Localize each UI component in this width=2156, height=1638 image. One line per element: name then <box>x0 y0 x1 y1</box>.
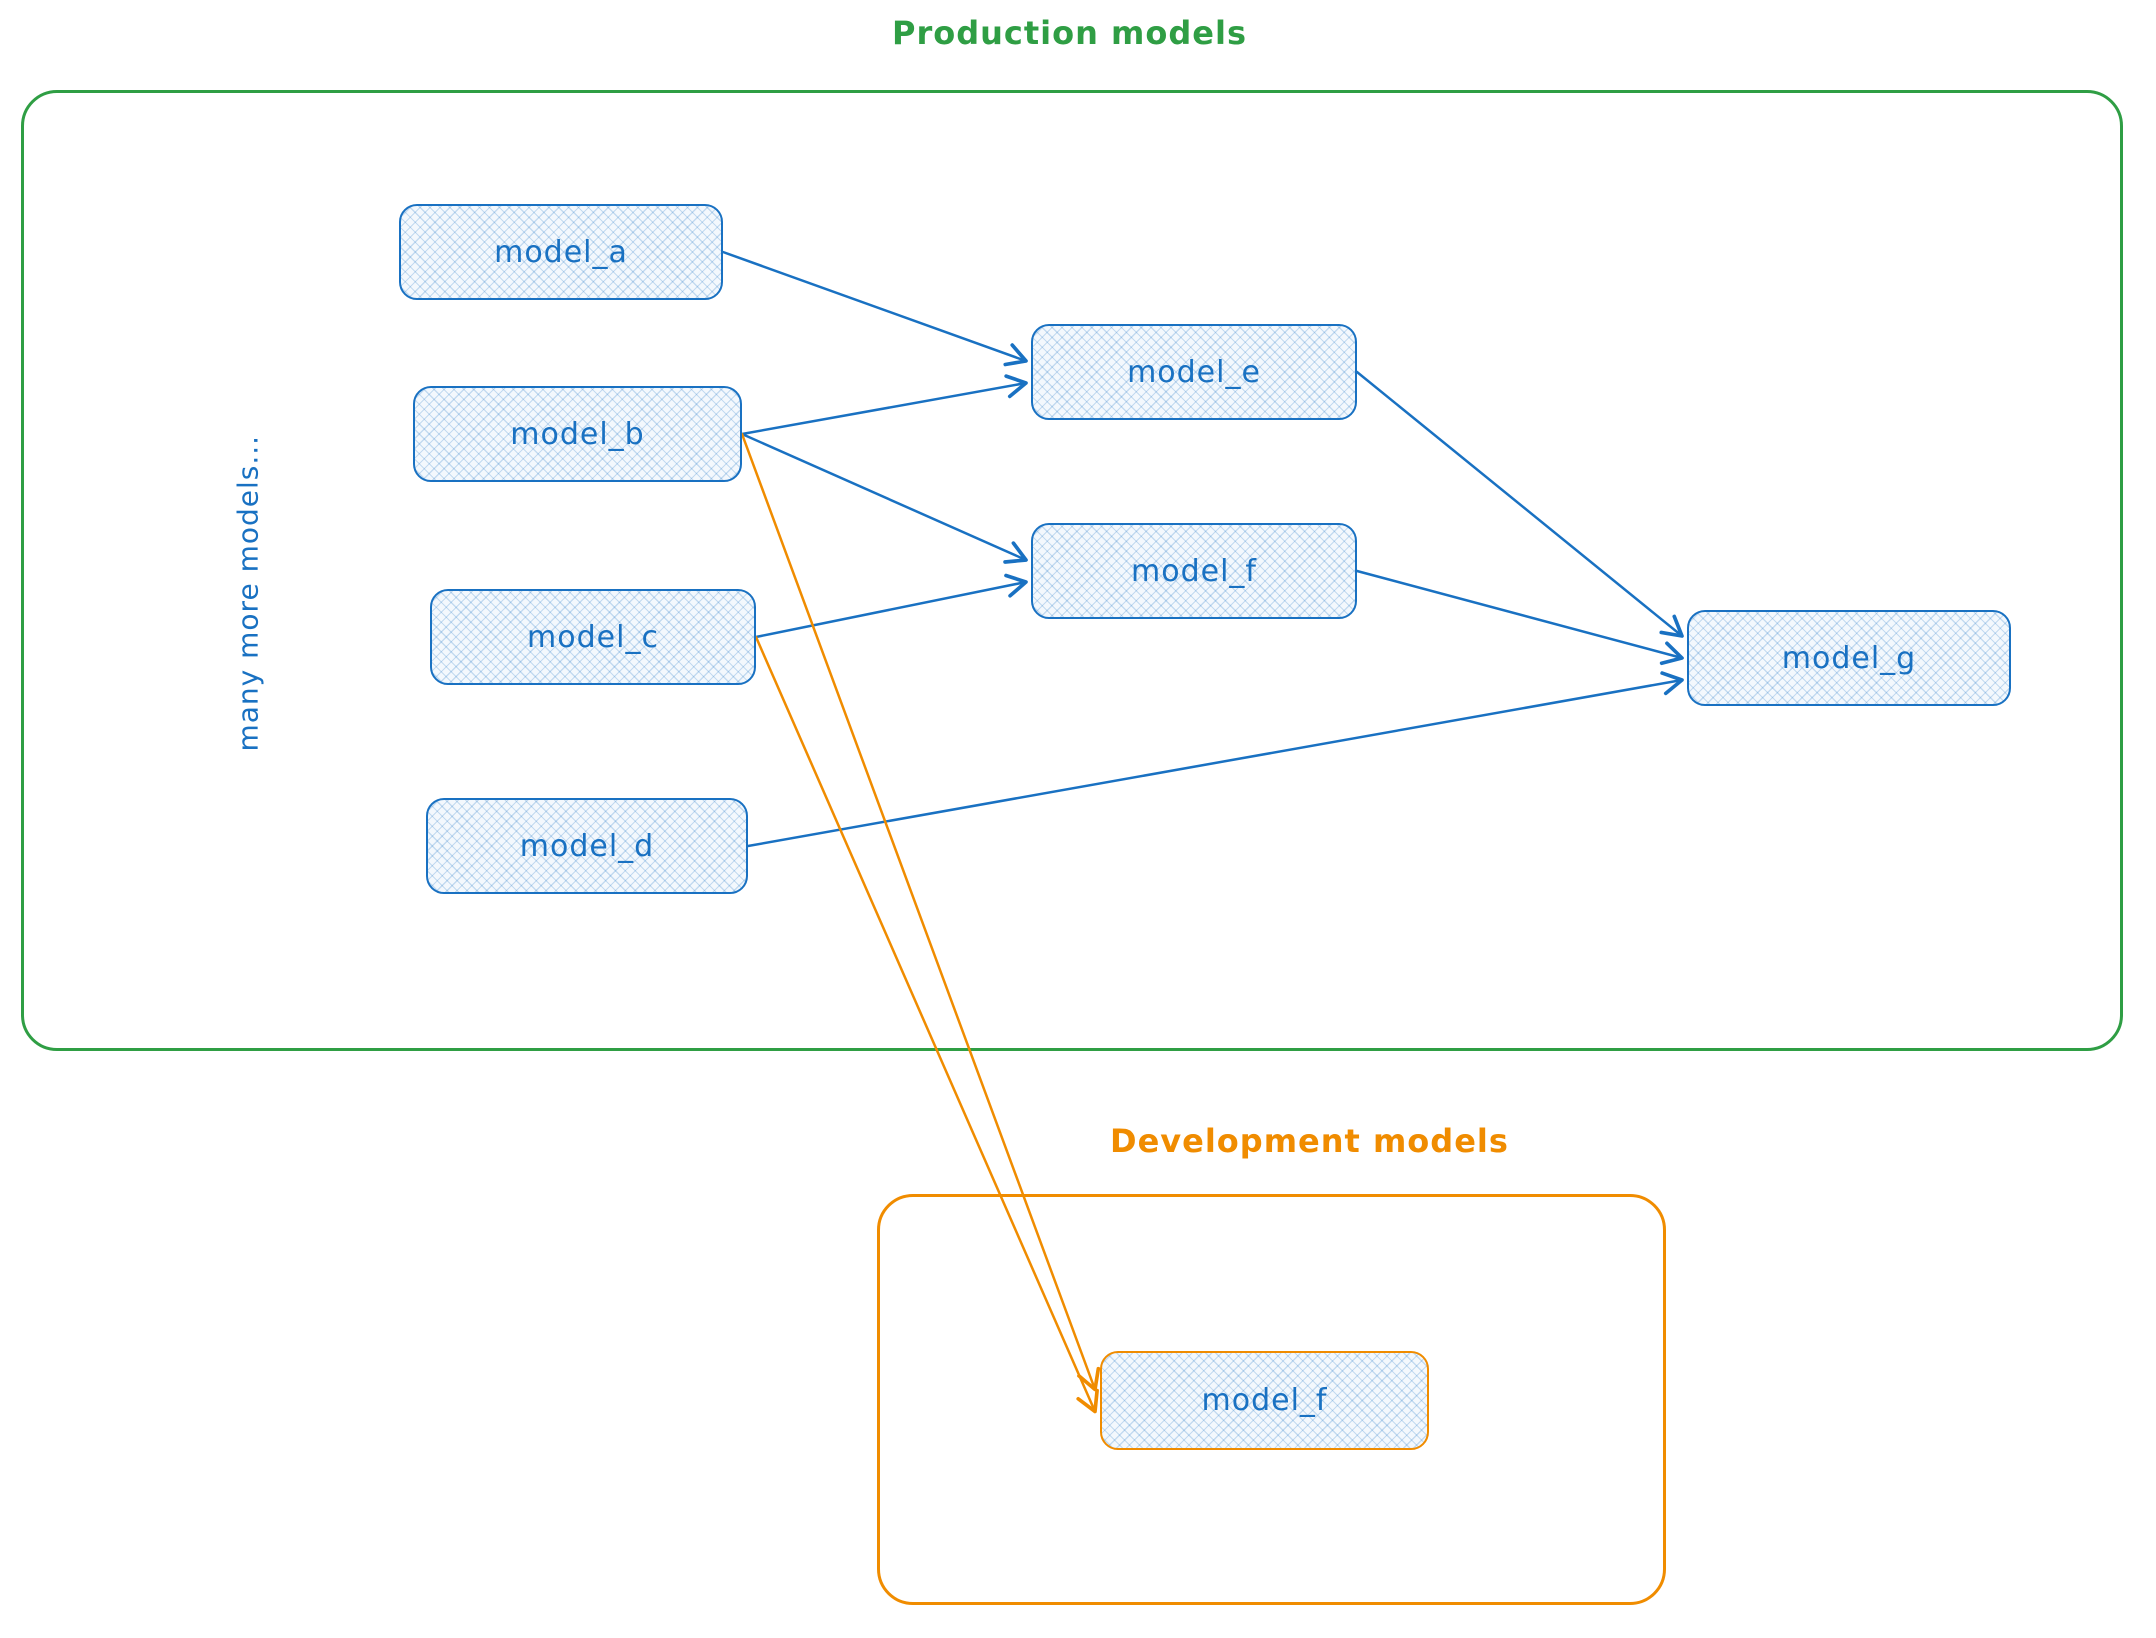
node-model-f[interactable]: model_f <box>1031 523 1357 619</box>
node-model-c-label: model_c <box>527 619 659 655</box>
node-model-b[interactable]: model_b <box>413 386 742 482</box>
node-model-f-dev[interactable]: model_f <box>1100 1351 1429 1450</box>
many-more-models-label: many more models... <box>231 434 265 752</box>
node-model-e-label: model_e <box>1127 354 1261 390</box>
node-model-g[interactable]: model_g <box>1687 610 2011 706</box>
node-model-e[interactable]: model_e <box>1031 324 1357 420</box>
node-model-d[interactable]: model_d <box>426 798 748 894</box>
production-group-title: Production models <box>892 14 1247 52</box>
node-model-g-label: model_g <box>1781 640 1917 676</box>
node-model-b-label: model_b <box>510 416 645 452</box>
node-model-d-label: model_d <box>519 828 655 864</box>
node-model-a-label: model_a <box>494 234 628 270</box>
node-model-c[interactable]: model_c <box>430 589 756 685</box>
node-model-a[interactable]: model_a <box>399 204 723 300</box>
node-model-f-label: model_f <box>1131 553 1257 589</box>
node-model-f-dev-label: model_f <box>1201 1383 1328 1418</box>
development-group-title: Development models <box>1110 1122 1509 1160</box>
